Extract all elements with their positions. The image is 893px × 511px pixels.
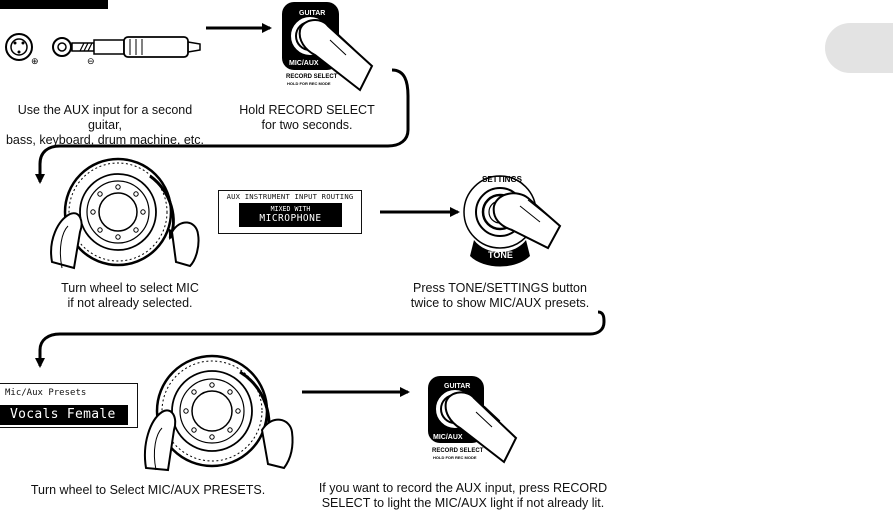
hold-for-rec-caption-bottom: HOLD FOR REC MODE xyxy=(433,455,477,460)
guitar-label-bottom: GUITAR xyxy=(444,383,470,390)
svg-text:⊕: ⊕ xyxy=(31,56,39,66)
svg-text:⊖: ⊖ xyxy=(87,56,95,66)
routing-line1: MIXED WITH xyxy=(270,205,311,213)
caption-step-6-line1: If you want to record the AUX input, pre… xyxy=(318,481,608,495)
tone-label: TONE xyxy=(488,250,513,260)
caption-step-5: Turn wheel to Select MIC/AUX PRESETS. xyxy=(18,483,278,498)
caption-step-4-line2: twice to show MIC/AUX presets. xyxy=(410,296,590,310)
record-select-bottom-labels: GUITAR MIC/AUX RECORD SELECT HOLD FOR RE… xyxy=(432,383,484,460)
micaux-label-top: MIC/AUX xyxy=(289,60,319,67)
header-bar xyxy=(0,0,108,9)
caption-step-1-line1: Use the AUX input for a second guitar, xyxy=(17,103,193,132)
connector-arrow-2 xyxy=(35,310,606,368)
presets-display-header: Mic/Aux Presets xyxy=(5,388,87,398)
caption-step-6-line2: SELECT to light the MIC/AUX light if not… xyxy=(321,496,605,510)
routing-display-value: MIXED WITH MICROPHONE xyxy=(239,203,342,227)
tone-settings-button-illustration xyxy=(463,175,562,267)
record-select-top-labels: GUITAR MIC/AUX RECORD SELECT HOLD FOR RE… xyxy=(286,10,338,86)
hold-for-rec-caption-top: HOLD FOR REC MODE xyxy=(287,81,331,86)
caption-step-5-line1: Turn wheel to Select MIC/AUX PRESETS. xyxy=(30,483,266,497)
wheel-illustration-1 xyxy=(50,157,200,270)
record-select-button-illustration-bottom xyxy=(428,376,518,464)
connector-arrow-1 xyxy=(35,68,410,184)
guitar-label-top: GUITAR xyxy=(299,10,325,17)
caption-step-1-line2: bass, keyboard, drum machine, etc. xyxy=(5,133,204,147)
caption-step-2-line2: for two seconds. xyxy=(261,118,353,132)
micaux-label-bottom: MIC/AUX xyxy=(433,434,463,441)
routing-display-header: AUX INSTRUMENT INPUT ROUTING xyxy=(226,192,354,201)
presets-display: Mic/Aux Presets Vocals Female 1 xyxy=(0,383,138,442)
record-select-caption-bottom: RECORD SELECT xyxy=(432,448,484,454)
wheel-illustration-2 xyxy=(144,354,294,472)
routing-line2: MICROPHONE xyxy=(259,213,322,224)
page-tab xyxy=(825,23,893,73)
caption-step-4-line1: Press TONE/SETTINGS button xyxy=(413,281,587,295)
caption-step-3-line1: Turn wheel to select MIC xyxy=(61,281,199,295)
record-select-caption-top: RECORD SELECT xyxy=(286,74,338,80)
caption-step-3: Turn wheel to select MIC if not already … xyxy=(40,281,220,311)
caption-step-6: If you want to record the AUX input, pre… xyxy=(298,481,628,511)
routing-display: AUX INSTRUMENT INPUT ROUTING MIXED WITH … xyxy=(218,190,362,234)
caption-step-2: Hold RECORD SELECT for two seconds. xyxy=(222,103,392,133)
record-select-button-illustration-top xyxy=(282,2,374,92)
caption-step-4: Press TONE/SETTINGS button twice to show… xyxy=(400,281,600,311)
presets-display-value: Vocals Female 1 xyxy=(0,405,128,442)
tone-button-labels: SETTINGS TONE xyxy=(482,175,523,260)
caption-step-1: Use the AUX input for a second guitar, b… xyxy=(0,103,210,148)
settings-label: SETTINGS xyxy=(482,175,523,184)
aux-input-illustration: ⊕ ⊖ xyxy=(5,33,201,66)
caption-step-3-line2: if not already selected. xyxy=(67,296,193,310)
caption-step-2-line1: Hold RECORD SELECT xyxy=(239,103,375,117)
